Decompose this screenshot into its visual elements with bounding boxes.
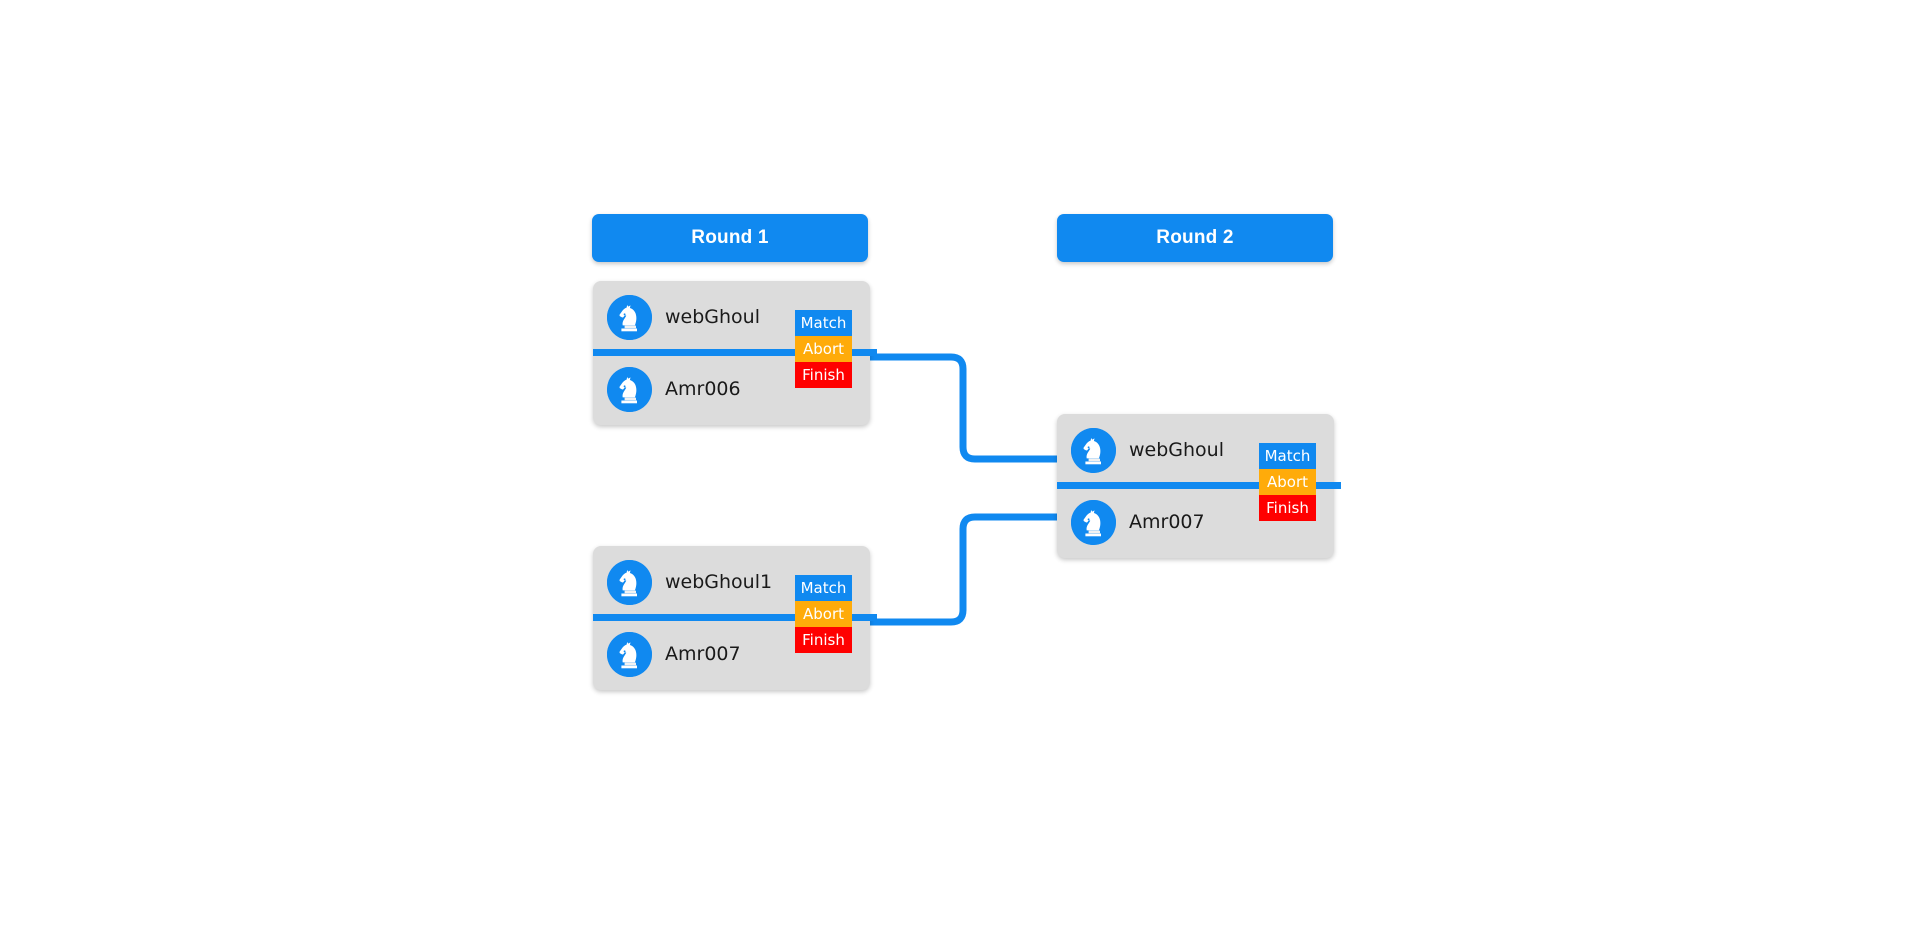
round-header-label: Round 1 bbox=[691, 227, 769, 248]
round-header-1: Round 1 bbox=[592, 214, 868, 262]
player-name: webGhoul1 bbox=[665, 570, 773, 593]
match-card[interactable]: webGhoul Amr007 Match Abort bbox=[1057, 414, 1341, 558]
match-card[interactable]: webGhoul Amr006 Match Abort bbox=[593, 281, 877, 425]
match-button[interactable]: Match bbox=[795, 575, 852, 601]
chess-knight-icon bbox=[1071, 499, 1116, 545]
round-header-label: Round 2 bbox=[1156, 227, 1234, 248]
match-card[interactable]: webGhoul1 Amr007 Match Abort bbox=[593, 546, 877, 690]
round-header-2: Round 2 bbox=[1057, 214, 1333, 262]
player-row[interactable]: Amr006 bbox=[593, 353, 870, 425]
player-row[interactable]: webGhoul1 bbox=[593, 546, 870, 618]
player-name: Amr007 bbox=[1129, 510, 1205, 533]
player-name: Amr007 bbox=[665, 642, 741, 665]
player-name: webGhoul bbox=[1129, 438, 1224, 461]
connector-r1m1-to-r2m1 bbox=[866, 353, 1060, 463]
chess-knight-icon bbox=[1071, 427, 1116, 473]
abort-button[interactable]: Abort bbox=[795, 336, 852, 362]
match-actions: Match Abort Finish bbox=[795, 310, 852, 388]
finish-button[interactable]: Finish bbox=[795, 627, 852, 653]
match-divider bbox=[593, 349, 877, 356]
chess-knight-icon bbox=[607, 294, 652, 340]
player-row[interactable]: Amr007 bbox=[593, 618, 870, 690]
abort-button[interactable]: Abort bbox=[795, 601, 852, 627]
match-divider bbox=[1057, 482, 1341, 489]
player-row[interactable]: webGhoul bbox=[593, 281, 870, 353]
match-button[interactable]: Match bbox=[1259, 443, 1316, 469]
chess-knight-icon bbox=[607, 631, 652, 677]
player-name: Amr006 bbox=[665, 377, 741, 400]
chess-knight-icon bbox=[607, 366, 652, 412]
connector-r1m2-to-r2m1 bbox=[866, 513, 1060, 626]
match-actions: Match Abort Finish bbox=[1259, 443, 1316, 521]
match-divider bbox=[593, 614, 877, 621]
finish-button[interactable]: Finish bbox=[795, 362, 852, 388]
finish-button[interactable]: Finish bbox=[1259, 495, 1316, 521]
abort-button[interactable]: Abort bbox=[1259, 469, 1316, 495]
player-row[interactable]: Amr007 bbox=[1057, 486, 1334, 558]
match-button[interactable]: Match bbox=[795, 310, 852, 336]
chess-knight-icon bbox=[607, 559, 652, 605]
player-name: webGhoul bbox=[665, 305, 760, 328]
player-row[interactable]: webGhoul bbox=[1057, 414, 1334, 486]
match-actions: Match Abort Finish bbox=[795, 575, 852, 653]
